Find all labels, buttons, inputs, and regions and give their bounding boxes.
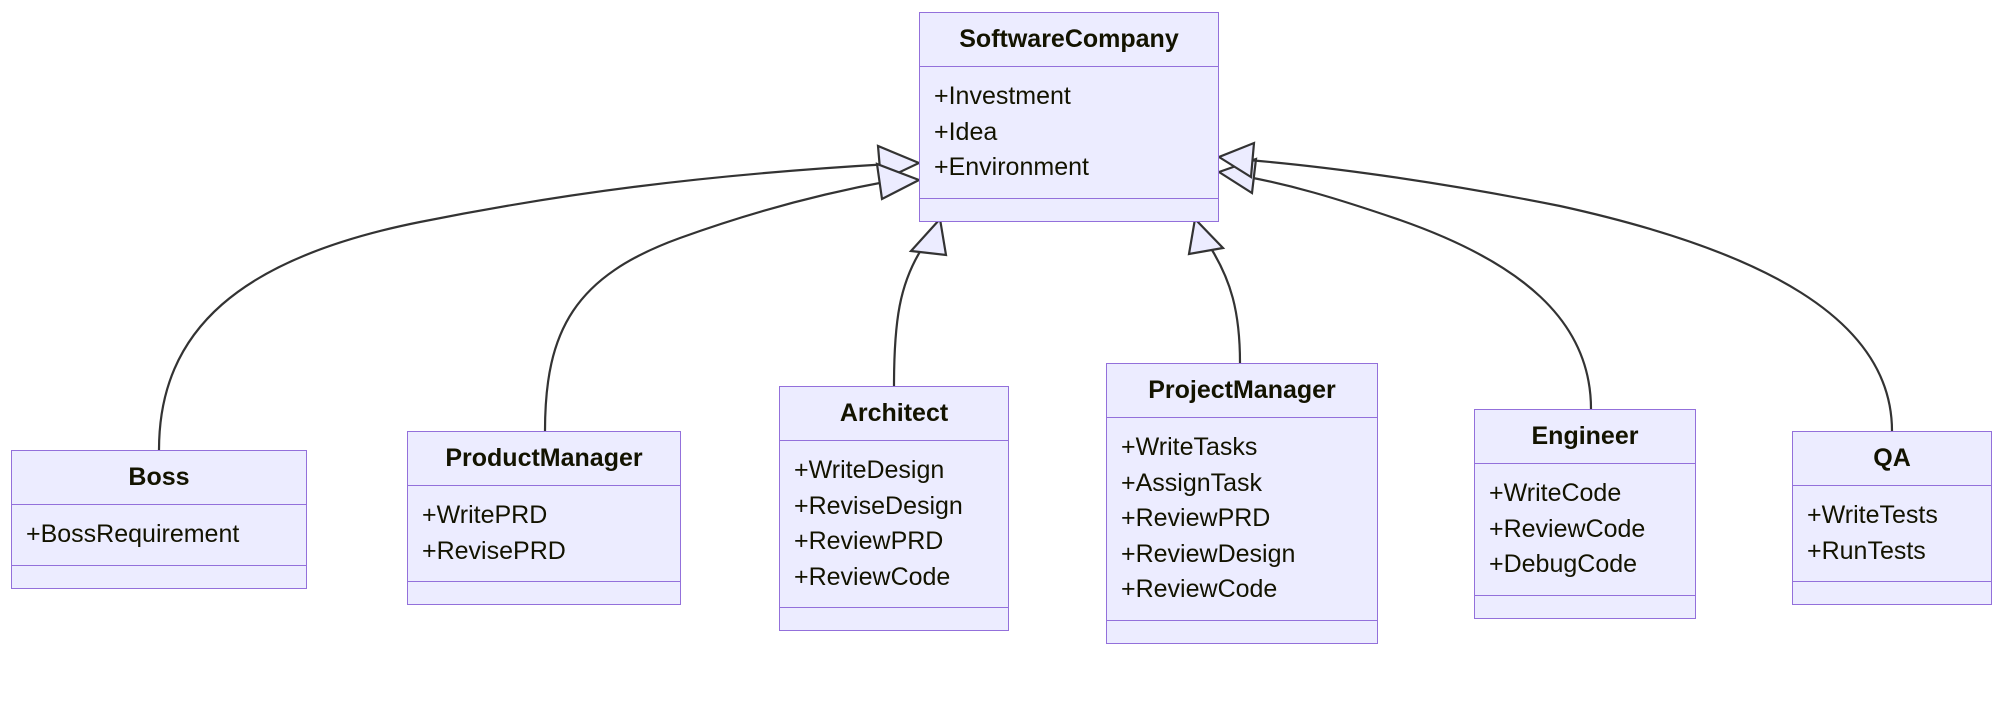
class-name-product-manager: ProductManager — [445, 444, 643, 472]
section-divider — [1793, 485, 1991, 486]
class-name-architect: Architect — [839, 399, 949, 427]
edge-boss-to-softwarecompany — [157, 162, 891, 451]
method-section-architect — [780, 608, 1008, 630]
attribute-item: +Environment — [934, 153, 1089, 181]
section-divider — [780, 440, 1008, 441]
edge-productmanager-to-softwarecompany — [543, 179, 891, 432]
attribute-item: +Investment — [934, 82, 1071, 110]
class-node-architect[interactable]: Architect +WriteDesign +ReviseDesign +Re… — [779, 386, 1009, 631]
edge-architect-to-softwarecompany — [892, 249, 922, 387]
attribute-section-software-company: +Investment +Idea +Environment — [920, 67, 1218, 198]
section-divider — [1107, 619, 1377, 621]
class-node-boss[interactable]: Boss +BossRequirement — [11, 450, 307, 589]
class-node-qa[interactable]: QA +WriteTests +RunTests — [1792, 431, 1992, 605]
attribute-section-architect: +WriteDesign +ReviseDesign +ReviewPRD +R… — [780, 441, 1008, 607]
class-name-project-manager: ProjectManager — [1148, 376, 1336, 404]
edge-projectmanager-to-softwarecompany — [1211, 249, 1242, 364]
arrowhead-qa — [1216, 141, 1256, 179]
attribute-item: +Idea — [934, 117, 998, 146]
arrowhead-architect — [908, 216, 948, 257]
attribute-item: +ReviewCode — [1121, 575, 1278, 603]
attribute-item: +BossRequirement — [26, 520, 240, 548]
arrowhead-projectmanager — [1187, 216, 1226, 256]
attribute-item: +WritePRD — [422, 501, 548, 529]
section-divider — [408, 581, 680, 582]
attribute-item: +ReviewDesign — [1121, 539, 1296, 568]
section-divider — [408, 485, 680, 486]
method-section-qa — [1793, 582, 1991, 604]
section-divider — [12, 504, 306, 505]
attribute-section-boss: +BossRequirement — [12, 505, 306, 565]
method-section-product-manager — [408, 582, 680, 604]
attribute-item: +ReviseDesign — [794, 491, 963, 520]
attribute-section-qa: +WriteTests +RunTests — [1793, 486, 1991, 581]
section-divider — [1793, 581, 1991, 582]
section-divider — [920, 66, 1218, 67]
edge-engineer-to-softwarecompany — [1247, 175, 1593, 410]
class-node-engineer[interactable]: Engineer +WriteCode +ReviewCode +DebugCo… — [1474, 409, 1696, 619]
attribute-item: +AssignTask — [1121, 468, 1263, 497]
attribute-item: +ReviewCode — [1489, 514, 1646, 543]
method-section-project-manager — [1107, 621, 1377, 643]
class-name-qa: QA — [1873, 444, 1911, 472]
class-name-engineer: Engineer — [1531, 422, 1639, 450]
class-name-software-company: SoftwareCompany — [959, 25, 1179, 53]
section-divider — [12, 564, 306, 566]
attribute-item: +ReviewPRD — [1121, 504, 1271, 532]
section-divider — [1475, 594, 1695, 596]
method-section-engineer — [1475, 596, 1695, 618]
attribute-section-product-manager: +WritePRD +RevisePRD — [408, 486, 680, 581]
attribute-item: +ReviewCode — [794, 562, 951, 591]
section-divider — [1475, 463, 1695, 464]
attribute-item: +WriteDesign — [794, 456, 945, 484]
attribute-item: +WriteTasks — [1121, 433, 1258, 461]
attribute-section-engineer: +WriteCode +ReviewCode +DebugCode — [1475, 464, 1695, 595]
section-divider — [920, 197, 1218, 199]
attribute-item: +DebugCode — [1489, 550, 1638, 578]
class-node-software-company[interactable]: SoftwareCompany +Investment +Idea +Envir… — [919, 12, 1219, 222]
method-section-boss — [12, 566, 306, 588]
class-name-boss: Boss — [128, 463, 190, 491]
attribute-item: +RunTests — [1807, 536, 1926, 565]
section-divider — [1107, 417, 1377, 418]
method-section-software-company — [920, 199, 1218, 221]
arrowhead-productmanager — [875, 162, 922, 201]
class-node-project-manager[interactable]: ProjectManager +WriteTasks +AssignTask +… — [1106, 363, 1378, 644]
attribute-section-project-manager: +WriteTasks +AssignTask +ReviewPRD +Revi… — [1107, 418, 1377, 620]
section-divider — [780, 607, 1008, 608]
attribute-item: +WriteTests — [1807, 501, 1938, 529]
attribute-item: +RevisePRD — [422, 536, 566, 565]
class-node-product-manager[interactable]: ProductManager +WritePRD +RevisePRD — [407, 431, 681, 605]
attribute-item: +ReviewPRD — [794, 527, 944, 555]
attribute-item: +WriteCode — [1489, 479, 1622, 507]
edge-qa-to-softwarecompany — [1247, 158, 1894, 432]
